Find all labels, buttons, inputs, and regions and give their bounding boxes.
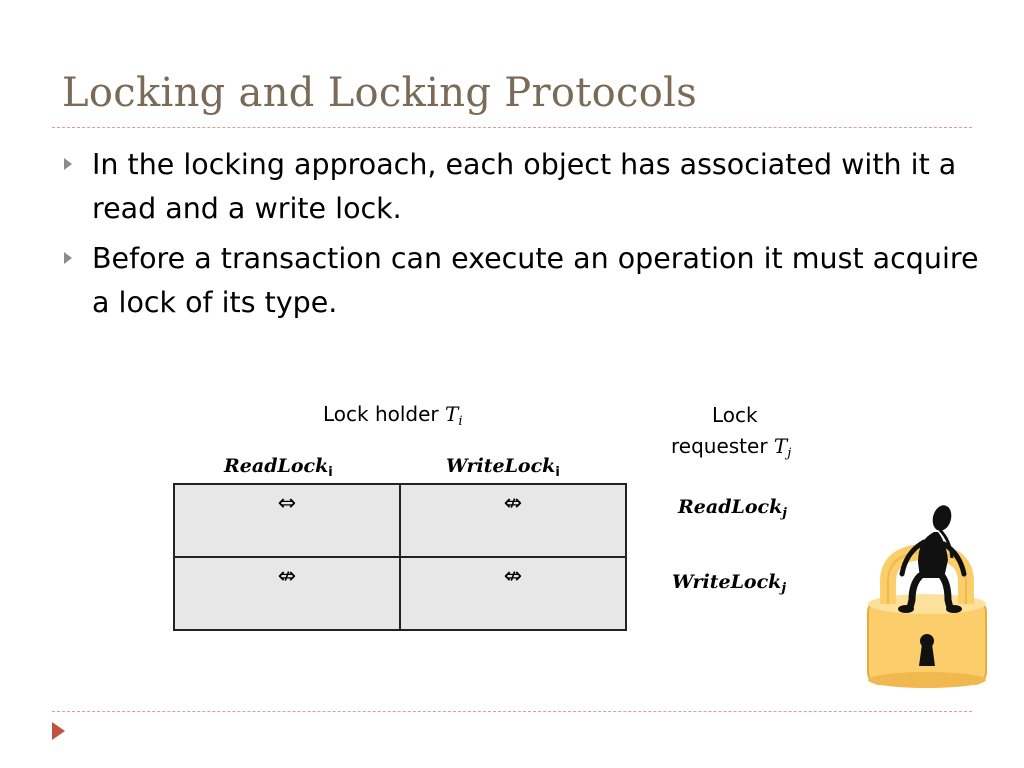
- bullet-item: Before a transaction can execute an oper…: [62, 237, 982, 325]
- bullet-text: In the locking approach, each object has…: [92, 148, 957, 225]
- holder-variable: T: [445, 402, 459, 426]
- bullet-arrow-icon: [64, 252, 72, 264]
- slide-title: Locking and Locking Protocols: [62, 70, 698, 116]
- lock-requester-label: requester Tj: [671, 434, 792, 461]
- table-cell: ⇎: [173, 556, 401, 631]
- table-row: ⇔ ⇎: [173, 483, 627, 558]
- title-divider: [52, 127, 972, 128]
- row-header-writelock: WriteLockj: [672, 571, 787, 596]
- row-header-readlock: ReadLockj: [678, 496, 787, 521]
- table-cell: ⇎: [399, 483, 627, 558]
- table-cell: ⇎: [399, 556, 627, 631]
- requester-variable: T: [773, 434, 788, 458]
- lock-compatibility-table: ⇔ ⇎ ⇎ ⇎: [173, 483, 627, 631]
- holder-subscript: i: [458, 414, 463, 429]
- bullet-item: In the locking approach, each object has…: [62, 143, 982, 231]
- bullet-arrow-icon: [64, 158, 72, 170]
- column-header-writelock: WriteLocki: [446, 455, 560, 480]
- lock-requester-label-line1: Lock: [712, 403, 758, 427]
- column-header-readlock: ReadLocki: [224, 455, 333, 480]
- bullet-text: Before a transaction can execute an oper…: [92, 242, 979, 319]
- person-sitting-on-padlock-icon: [867, 505, 987, 688]
- triangle-right-icon: [52, 722, 65, 740]
- lock-holder-label: Lock holder Ti: [323, 402, 463, 429]
- requester-subscript: j: [787, 446, 792, 461]
- table-row: ⇎ ⇎: [173, 556, 627, 631]
- table-cell: ⇔: [173, 483, 401, 558]
- bullet-list: In the locking approach, each object has…: [62, 143, 982, 331]
- footer-divider: [52, 711, 972, 712]
